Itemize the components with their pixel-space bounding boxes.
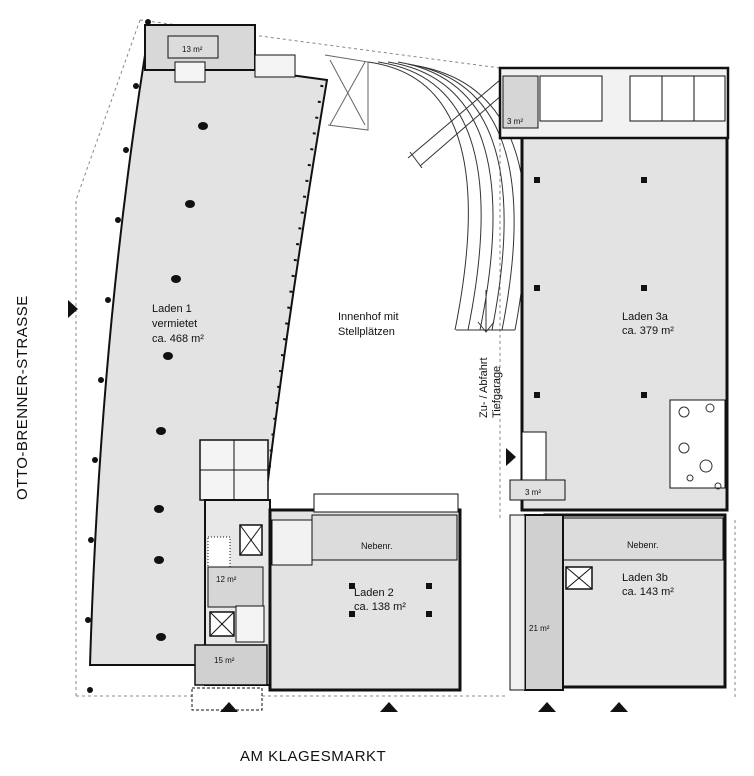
area-12: 12 m² bbox=[216, 575, 237, 584]
wc-block-top bbox=[254, 54, 296, 78]
plants bbox=[678, 403, 722, 490]
laden1-interior-columns bbox=[154, 122, 208, 641]
courtyard-structure bbox=[324, 54, 369, 131]
area-21: 21 m² bbox=[529, 624, 550, 633]
courtyard-line1: Innenhof mit bbox=[338, 311, 399, 323]
wc-row bbox=[629, 75, 726, 122]
street-bottom: AM KLAGESMARKT bbox=[240, 748, 386, 765]
laden2-name: Laden 2 bbox=[354, 587, 394, 599]
stair-3b bbox=[509, 514, 526, 691]
laden3a-area: ca. 379 m² bbox=[622, 325, 674, 337]
shaft-dotted bbox=[207, 536, 231, 568]
laden3a-name: Laden 3a bbox=[622, 311, 669, 323]
laden3b-name: Laden 3b bbox=[622, 572, 668, 584]
laden1-floor bbox=[88, 53, 329, 666]
laden2-canopy bbox=[313, 493, 459, 513]
room-12 bbox=[207, 566, 264, 608]
courtyard-line2: Stellplätzen bbox=[338, 326, 395, 338]
laden1-status: vermietet bbox=[152, 318, 197, 330]
laden2-area: ca. 138 m² bbox=[354, 601, 406, 613]
area-3-mid: 3 m² bbox=[525, 488, 541, 497]
laden2-aux: Nebenr. bbox=[361, 541, 393, 551]
laden3b-aux: Nebenr. bbox=[627, 540, 659, 550]
area-15: 15 m² bbox=[214, 656, 235, 665]
room-3-top bbox=[502, 75, 539, 129]
area-3-top: 3 m² bbox=[507, 117, 523, 126]
laden1-area: ca. 468 m² bbox=[152, 333, 204, 345]
room-21 bbox=[524, 514, 564, 691]
laden3b-nebenraum bbox=[547, 517, 724, 561]
entrance-arrows bbox=[68, 300, 628, 712]
garage-entry-box bbox=[521, 431, 547, 481]
room-15 bbox=[194, 644, 268, 686]
laden2-stair bbox=[271, 519, 313, 566]
laden2-columns bbox=[349, 583, 432, 617]
garage-line2: Tiefgarage bbox=[491, 366, 503, 418]
laden1-facade-line bbox=[266, 84, 324, 481]
stair-top-left bbox=[174, 61, 206, 83]
area-13: 13 m² bbox=[182, 45, 203, 54]
elevator-left-x2 bbox=[239, 524, 263, 556]
laden1-name: Laden 1 bbox=[152, 303, 192, 315]
laden2-nebenraum bbox=[311, 514, 458, 561]
laden3b-area: ca. 143 m² bbox=[622, 586, 674, 598]
stair-core-left bbox=[235, 605, 265, 643]
laden1-left-columns bbox=[85, 19, 151, 693]
garage-line1: Zu- / Abfahrt bbox=[478, 357, 490, 418]
street-left: OTTO-BRENNER-STRASSE bbox=[14, 295, 31, 500]
elevator-3b-x2 bbox=[565, 566, 593, 590]
garage-ramp bbox=[367, 61, 527, 333]
room-13-box bbox=[167, 35, 219, 59]
planted-area bbox=[669, 399, 726, 489]
room-3-mid bbox=[509, 479, 566, 501]
service-room-a bbox=[539, 75, 603, 122]
diagonal-stair bbox=[407, 79, 511, 169]
laden3a-columns bbox=[534, 177, 647, 398]
elevator-lower-x2 bbox=[209, 611, 235, 637]
